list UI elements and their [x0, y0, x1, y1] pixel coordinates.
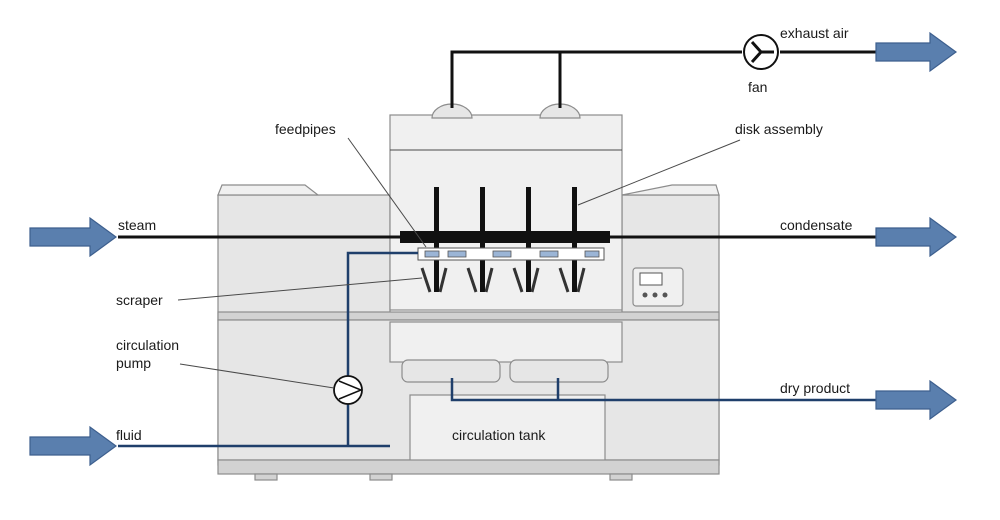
foot-1 [254, 473, 278, 481]
control-panel-icon [632, 267, 684, 307]
trough [389, 321, 623, 363]
hood-nozzle-right [539, 103, 581, 119]
disk-assembly-leader [577, 139, 741, 206]
dry-product-line [450, 378, 880, 402]
tank-inner [409, 394, 606, 466]
pump-leader [179, 363, 335, 389]
exhaust-air-arrow [875, 31, 958, 73]
steam-header [400, 231, 610, 243]
exhaust-air-label: exhaust air [780, 25, 849, 41]
scraper-4 [558, 267, 586, 293]
scraper-3 [512, 267, 540, 293]
fan-icon [743, 34, 779, 70]
right-housing-top [621, 184, 720, 196]
foot-2 [369, 473, 393, 481]
scraper-label: scraper [116, 292, 163, 308]
disk-assembly-label: disk assembly [735, 121, 823, 137]
scraper-2 [466, 267, 494, 293]
condensate-label: condensate [780, 217, 853, 233]
exhaust-duct [450, 50, 742, 108]
pump-icon [333, 375, 363, 405]
fluid-label: fluid [116, 427, 142, 443]
condensate-arrow [875, 216, 958, 258]
feedpipes-leader [347, 137, 427, 248]
feedpipes [417, 247, 605, 261]
fan-label: fan [748, 79, 767, 95]
left-housing-top [217, 184, 320, 196]
dry-product-arrow [875, 379, 958, 421]
scrapers [420, 267, 586, 293]
foot-3 [609, 473, 633, 481]
steam-label: steam [118, 217, 156, 233]
lower-band [217, 311, 720, 321]
circulation-pump-label-line2: pump [116, 355, 151, 371]
circulation-tank-label: circulation tank [452, 427, 546, 443]
feedpipes-label: feedpipes [275, 121, 336, 137]
machine-base [217, 459, 720, 475]
scraper-1 [420, 267, 448, 293]
scraper-leader [177, 277, 423, 301]
dryer-machine [217, 103, 720, 481]
circulation-pump-label-line1: circulation [116, 337, 179, 353]
central-hood [389, 114, 623, 311]
dry-product-label: dry product [780, 380, 850, 396]
fluid-inlet-arrow [29, 425, 118, 467]
hood-nozzle-left [431, 103, 473, 119]
steam-inlet-arrow [29, 216, 118, 258]
